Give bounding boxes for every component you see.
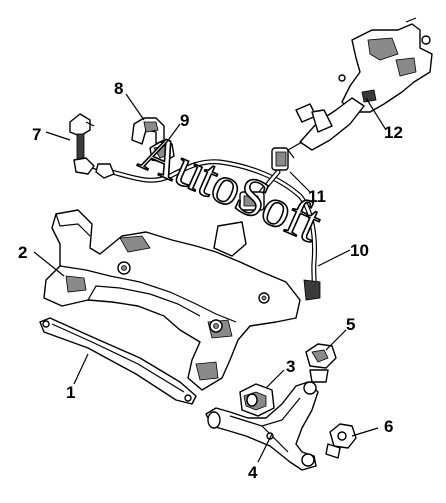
callout-6: 6 [384,417,393,436]
reinforcement-bar-part [39,317,197,405]
callout-5: 5 [346,315,355,334]
callout-4: 4 [248,463,258,482]
anti-roll-bar-part [95,159,321,301]
steering-column-part [287,17,433,159]
callout-1: 1 [66,383,75,402]
leader-lines [33,93,387,463]
control-arm-bushing-part [239,383,275,417]
top-mount-part [305,343,337,383]
callout-9: 9 [180,111,189,130]
callout-11: 11 [308,187,326,206]
callout-8: 8 [114,79,123,98]
ball-joint-part [325,423,357,459]
callout-3: 3 [286,357,295,376]
callout-12: 12 [384,123,403,142]
link-rod-part [239,147,289,211]
bushing-part [149,141,175,163]
subframe-part [43,209,301,391]
callout-2: 2 [18,243,27,262]
callout-7: 7 [32,125,41,144]
lower-control-arm-part [205,381,319,471]
callout-10: 10 [350,241,369,260]
stabilizer-link-part [69,113,99,175]
bracket-part [131,117,165,145]
